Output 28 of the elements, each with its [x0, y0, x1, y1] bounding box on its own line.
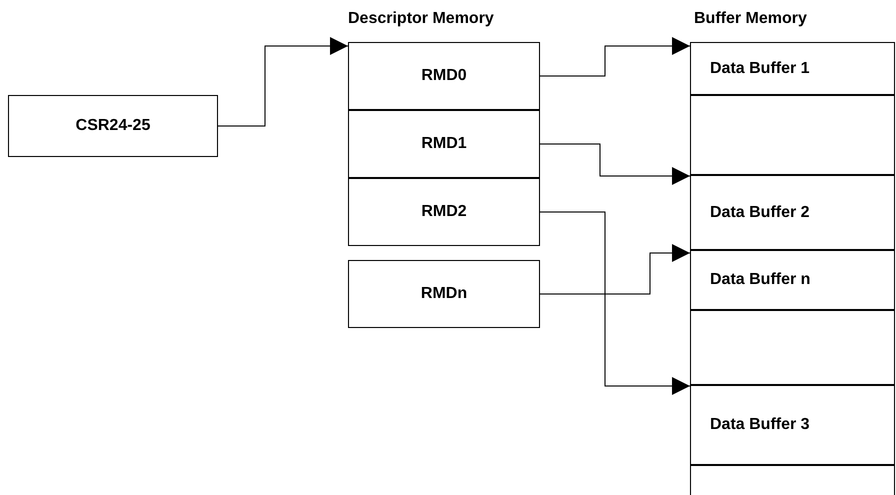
block-label: Data Buffer n: [710, 271, 810, 289]
connector-arrow: [540, 244, 690, 294]
connector-arrow: [540, 212, 690, 395]
connector-arrow: [540, 144, 690, 185]
block-label: RMDn: [420, 285, 468, 303]
memory-block: [348, 178, 540, 246]
memory-block: [348, 110, 540, 178]
block-label: RMD0: [421, 67, 467, 85]
memory-block: [348, 260, 540, 328]
memory-block: [690, 385, 895, 465]
memory-block: [690, 175, 895, 250]
block-label: Data Buffer 3: [710, 416, 810, 434]
connector-arrow: [540, 37, 690, 76]
column-heading: Buffer Memory: [694, 10, 807, 28]
block-label: Data Buffer 2: [710, 204, 810, 222]
memory-block: [690, 250, 895, 310]
memory-block: [690, 42, 895, 95]
block-label: RMD1: [421, 135, 467, 153]
empty-memory-block: [690, 95, 895, 175]
empty-memory-block: [690, 310, 895, 385]
column-heading: Descriptor Memory: [348, 10, 494, 28]
block-label: RMD2: [421, 203, 467, 221]
block-label: Data Buffer 1: [710, 60, 810, 78]
memory-block: [348, 42, 540, 110]
memory-block: [8, 95, 218, 157]
empty-memory-block: [690, 465, 895, 495]
block-label: CSR24-25: [76, 117, 150, 135]
connector-arrow: [218, 37, 348, 126]
